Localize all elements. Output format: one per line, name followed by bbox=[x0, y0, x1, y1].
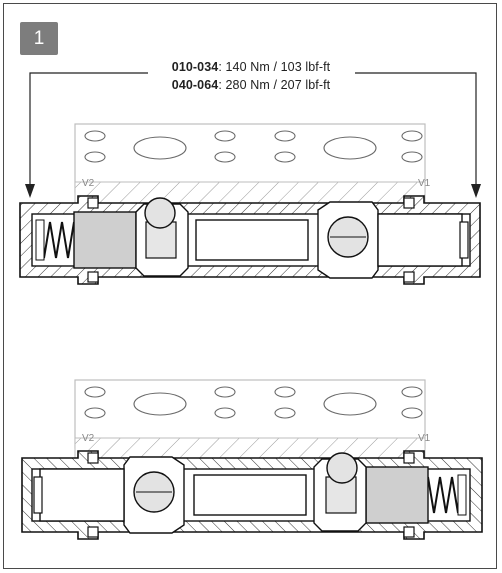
check-valve-upper bbox=[19, 195, 481, 285]
torque-range: 010-034 bbox=[171, 60, 219, 74]
torque-spec-2: 040-064: 280 Nm / 207 lbf-ft bbox=[171, 78, 331, 92]
torque-value: 140 Nm / 103 lbf-ft bbox=[225, 60, 331, 74]
port-label-v2-lower: V2 bbox=[82, 433, 95, 444]
port-label-v1-upper: V1 bbox=[418, 178, 431, 189]
port-label-v1-lower: V1 bbox=[418, 433, 431, 444]
torque-callout-arrows bbox=[29, 72, 477, 186]
arrow-head-left bbox=[25, 184, 35, 198]
port-label-v2-upper: V2 bbox=[82, 178, 95, 189]
step-number-badge: 1 bbox=[20, 22, 58, 55]
torque-range: 040-064 bbox=[171, 78, 219, 92]
check-valve-lower bbox=[21, 450, 483, 540]
arrow-head-right bbox=[471, 184, 481, 198]
torque-spec-1: 010-034: 140 Nm / 103 lbf-ft bbox=[171, 60, 331, 74]
torque-value: 280 Nm / 207 lbf-ft bbox=[225, 78, 331, 92]
